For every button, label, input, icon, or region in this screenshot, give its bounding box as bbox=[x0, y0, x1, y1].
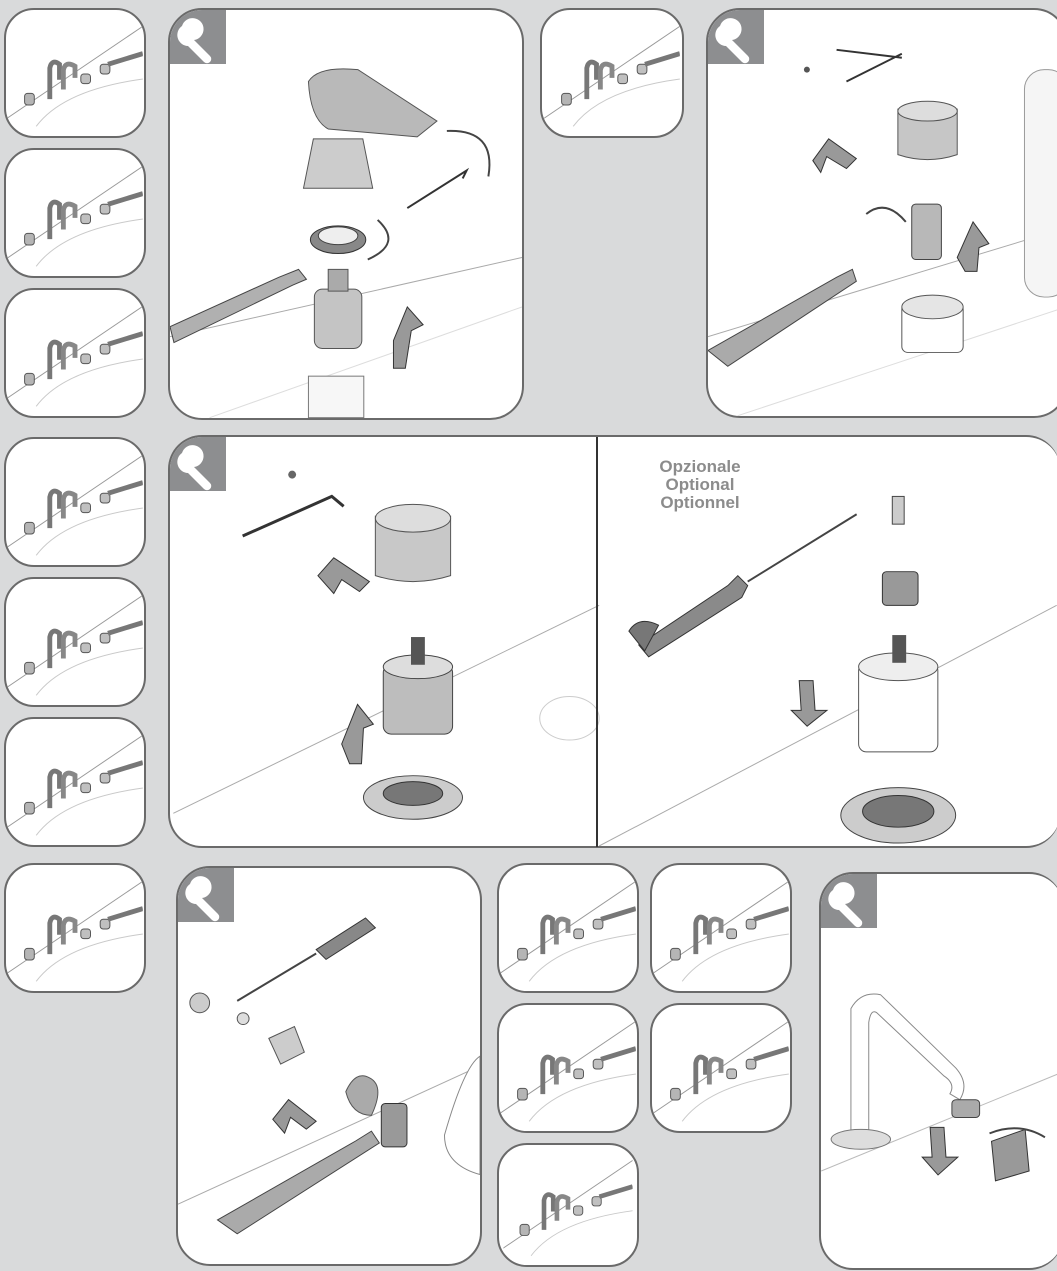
faucet-thumbnail-7 bbox=[4, 863, 146, 993]
wrench-icon bbox=[821, 874, 877, 928]
faucet-icon bbox=[499, 1145, 637, 1265]
faucet-icon bbox=[6, 865, 144, 991]
panel-divider bbox=[596, 437, 598, 847]
faucet-icon bbox=[542, 10, 682, 136]
step-panel-cross-handle bbox=[176, 866, 482, 1266]
faucet-thumbnail-6 bbox=[4, 717, 146, 847]
wrench-icon bbox=[170, 437, 226, 491]
faucet-thumbnail-3 bbox=[4, 288, 146, 418]
cap-cartridge-illustration bbox=[708, 48, 1057, 416]
wrench-icon bbox=[170, 10, 226, 64]
faucet-thumbnail-2 bbox=[4, 148, 146, 278]
faucet-thumbnail-10 bbox=[650, 863, 792, 993]
cross-handle-illustration bbox=[178, 917, 480, 1235]
faucet-icon bbox=[652, 865, 790, 991]
faucet-thumbnail-11 bbox=[497, 1003, 639, 1133]
faucet-icon bbox=[6, 150, 144, 276]
step-panel-aerator bbox=[819, 872, 1057, 1270]
optional-note-fr: Optionnel bbox=[660, 493, 740, 512]
faucet-thumbnail-1 bbox=[4, 8, 146, 138]
aerator-illustration bbox=[821, 993, 1057, 1182]
faucet-icon bbox=[6, 439, 144, 565]
step-panel-lever-cartridge bbox=[168, 8, 524, 420]
faucet-icon bbox=[499, 865, 637, 991]
lever-cartridge-illustration bbox=[170, 68, 522, 418]
optional-note: Opzionale Optional Optionnel bbox=[640, 458, 760, 512]
faucet-thumbnail-12 bbox=[650, 1003, 792, 1133]
faucet-icon bbox=[652, 1005, 790, 1131]
wrench-icon bbox=[178, 868, 234, 922]
optional-note-en: Optional bbox=[665, 475, 735, 494]
faucet-icon bbox=[6, 579, 144, 705]
wrench-icon bbox=[708, 10, 764, 64]
faucet-thumbnail-4 bbox=[4, 437, 146, 567]
faucet-thumbnail-13 bbox=[497, 1143, 639, 1267]
faucet-icon bbox=[499, 1005, 637, 1131]
faucet-icon bbox=[6, 719, 144, 845]
faucet-icon bbox=[6, 290, 144, 416]
cartridge-replacement-illustration bbox=[173, 470, 1057, 846]
faucet-icon bbox=[6, 10, 144, 136]
step-panel-cartridge-replacement bbox=[168, 435, 1057, 848]
optional-note-it: Opzionale bbox=[659, 457, 741, 476]
faucet-thumbnail-8 bbox=[540, 8, 684, 138]
faucet-thumbnail-5 bbox=[4, 577, 146, 707]
step-panel-cap-cartridge bbox=[706, 8, 1057, 418]
faucet-thumbnail-9 bbox=[497, 863, 639, 993]
